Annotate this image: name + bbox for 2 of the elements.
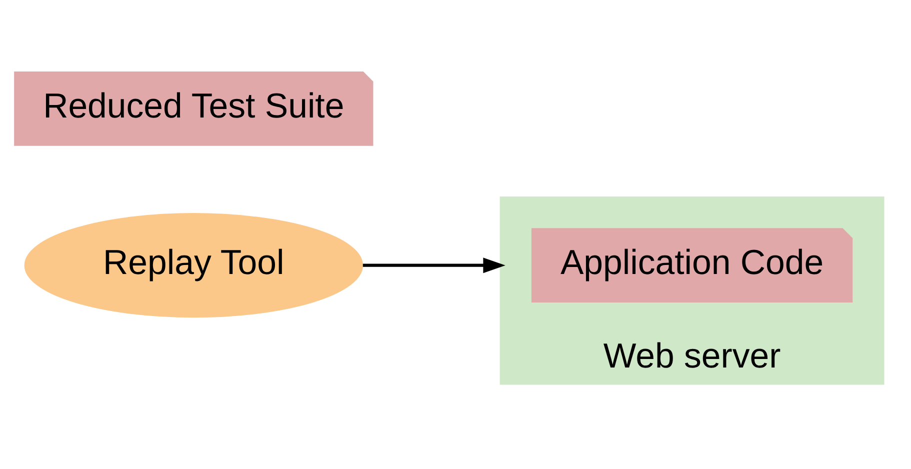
node-ellipse: Replay Tool (24, 213, 364, 318)
arrow (362, 258, 506, 274)
